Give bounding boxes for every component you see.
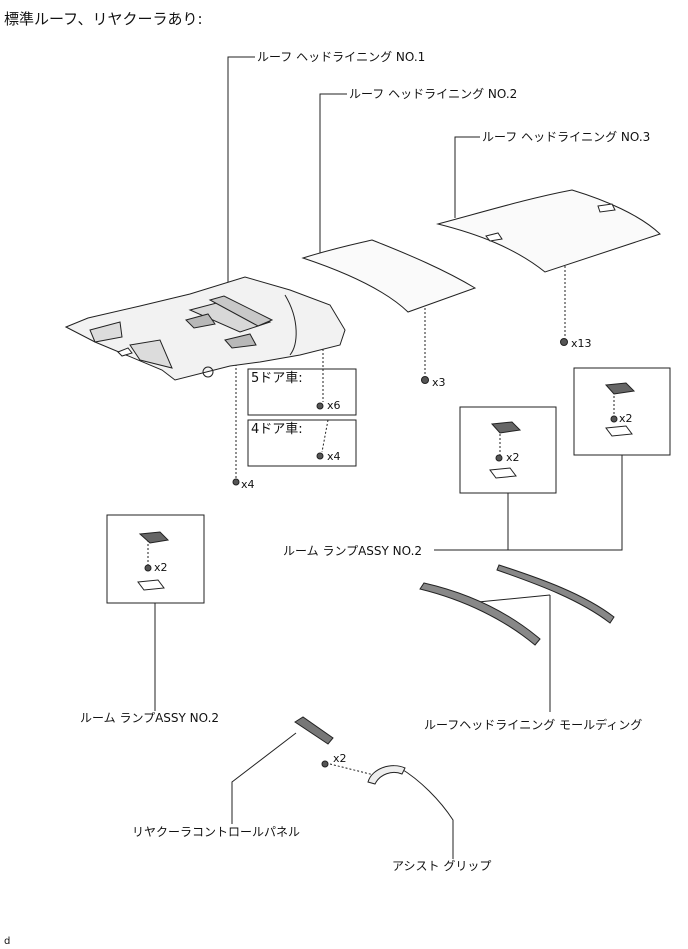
- clip-icons: [232, 338, 568, 486]
- qty-four-door: x4: [327, 450, 341, 463]
- leader-lines: [154, 56, 623, 860]
- label-headlining-no3: ルーフ ヘッドライニング NO.3: [482, 130, 651, 144]
- qty-lamp-mid: x2: [506, 451, 520, 464]
- qty-no3-clip: x13: [571, 337, 592, 350]
- qty-lamp-right: x2: [619, 412, 633, 425]
- four-door-box-frame: [247, 419, 357, 467]
- qty-no2-clip: x3: [432, 376, 446, 389]
- room-lamp-parts: [137, 382, 636, 591]
- label-rear-cooler-panel: リヤクーラコントロールパネル: [132, 825, 301, 839]
- label-headlining-molding: ルーフヘッドライニング モールディング: [424, 718, 643, 732]
- headlining-no1-part: [64, 276, 346, 381]
- headlining-no3-part: [436, 189, 661, 273]
- qty-lamp-left: x2: [154, 561, 168, 574]
- qty-grip-screw: x2: [333, 752, 347, 765]
- label-room-lamp-right: ルーム ランプASSY NO.2: [283, 544, 423, 558]
- five-door-label: 5ドア車:: [251, 371, 303, 386]
- page-title: 標準ルーフ、リヤクーラあり:: [4, 10, 203, 28]
- four-door-label: 4ドア車:: [251, 422, 303, 437]
- rear-cooler-panel-part: [294, 716, 334, 745]
- dashed-fastener-lines: [147, 246, 615, 776]
- molding-strips: [419, 564, 615, 646]
- room-lamp-box-right: [573, 367, 671, 456]
- footer-mark: d: [4, 936, 11, 947]
- label-headlining-no1: ルーフ ヘッドライニング NO.1: [257, 50, 426, 64]
- headlining-no2-part: [301, 239, 477, 313]
- qty-five-door: x6: [327, 399, 341, 412]
- qty-no1-clip: x4: [241, 478, 255, 491]
- label-headlining-no2: ルーフ ヘッドライニング NO.2: [349, 87, 518, 101]
- room-lamp-box-mid: [459, 406, 557, 494]
- assist-grip-part: [321, 760, 406, 785]
- five-door-box-frame: [247, 368, 357, 416]
- label-assist-grip: アシスト グリップ: [392, 859, 492, 873]
- room-lamp-box-left: [106, 514, 205, 604]
- label-room-lamp-left: ルーム ランプASSY NO.2: [80, 711, 220, 725]
